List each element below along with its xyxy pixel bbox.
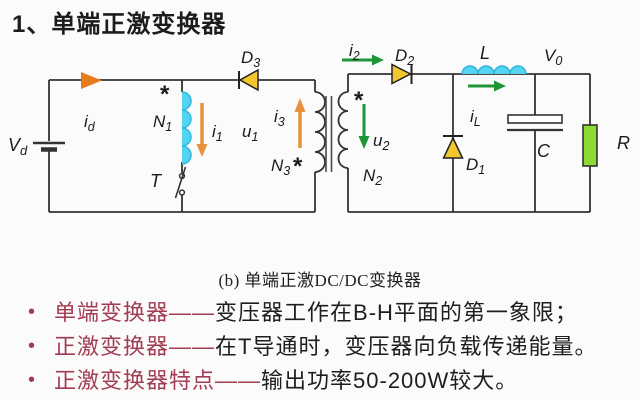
- i2-arrow-head: [372, 54, 384, 66]
- iL-current-arrow: [468, 80, 506, 92]
- iL-arrow-head: [494, 80, 506, 92]
- diode-D1-body: [442, 136, 464, 159]
- bullet-term: 正激变换器特点——: [54, 368, 262, 393]
- diode-D2: [391, 63, 413, 85]
- list-item: • 正激变换器——在T导通时，变压器向负载传递能量。: [24, 331, 624, 365]
- switch-contact-bottom: [178, 189, 186, 196]
- label-i2: i2: [349, 41, 360, 63]
- inductor-L-coil: [461, 65, 527, 75]
- bullet-text: 在T导通时，变压器向负载传递能量。: [215, 334, 598, 359]
- label-i1: i1: [212, 122, 223, 144]
- label-R: R: [617, 133, 630, 153]
- label-i3: i3: [274, 107, 285, 129]
- i3-current-arrow: [294, 98, 306, 148]
- bullet-term: 正激变换器——: [54, 334, 216, 359]
- bullet-icon: •: [28, 301, 37, 323]
- forward-converter-circuit-diagram: Vd id * N1 i1 u1 T D3 i3 N3 * i2 D2 * u2…: [8, 41, 630, 213]
- transformer-core: [325, 96, 333, 172]
- label-N1: N1: [153, 112, 172, 134]
- list-item: • 单端变换器——变压器工作在B-H平面的第一象限；: [24, 297, 624, 331]
- label-V0: V0: [544, 46, 562, 68]
- diode-D1: [442, 135, 464, 159]
- n1-winding-coil: [181, 91, 192, 165]
- n2-winding-coil: [337, 91, 349, 169]
- bullet-icon: •: [28, 369, 37, 391]
- label-D1: D1: [466, 155, 485, 177]
- label-D3: D3: [241, 48, 260, 70]
- label-u2: u2: [373, 131, 389, 153]
- label-Vd: Vd: [8, 135, 28, 158]
- capacitor-C: [507, 114, 563, 132]
- battery-symbol: [33, 141, 65, 152]
- label-N2: N2: [363, 166, 382, 188]
- circuit-wires: [48, 73, 591, 213]
- label-iL: iL: [470, 107, 481, 129]
- switch-blade: [174, 166, 187, 199]
- polarity-dot-N1: *: [160, 81, 170, 108]
- label-C: C: [537, 141, 551, 161]
- i1-arrow-head: [196, 144, 208, 157]
- diode-D3: [238, 68, 259, 92]
- diode-D3-body: [238, 68, 259, 92]
- label-T: T: [150, 171, 163, 191]
- label-id: id: [84, 112, 96, 134]
- i1-current-arrow: [196, 103, 208, 157]
- page-title: 1、单端正激变换器: [12, 11, 227, 38]
- u2-arrow-head: [358, 136, 370, 149]
- capacitor-top-plate: [507, 114, 563, 124]
- i3-arrow-head: [294, 98, 306, 112]
- label-u1: u1: [242, 122, 258, 144]
- i2-current-arrow: [342, 54, 384, 66]
- label-D2: D2: [395, 46, 414, 68]
- switch-T: [174, 166, 187, 199]
- bullet-text: 输出功率50-200W较大。: [261, 368, 519, 393]
- polarity-dot-N3: *: [293, 153, 303, 180]
- polarity-dot-N2: *: [354, 87, 364, 114]
- resistor-R-body: [582, 124, 598, 167]
- diode-D2-body: [391, 63, 413, 85]
- list-item: • 正激变换器特点——输出功率50-200W较大。: [24, 365, 624, 399]
- label-L: L: [480, 43, 490, 63]
- label-N3: N3: [271, 156, 290, 178]
- bullet-text: 变压器工作在B-H平面的第一象限；: [215, 300, 578, 325]
- n3-winding-coil: [314, 91, 326, 173]
- id-current-arrow: [81, 72, 102, 89]
- bullet-icon: •: [28, 335, 37, 357]
- bullet-term: 单端变换器——: [54, 300, 216, 325]
- u2-voltage-arrow: [358, 104, 370, 149]
- figure-caption: (b) 单端正激DC/DC变换器: [218, 271, 422, 290]
- bullet-list: • 单端变换器——变压器工作在B-H平面的第一象限； • 正激变换器——在T导通…: [24, 297, 624, 399]
